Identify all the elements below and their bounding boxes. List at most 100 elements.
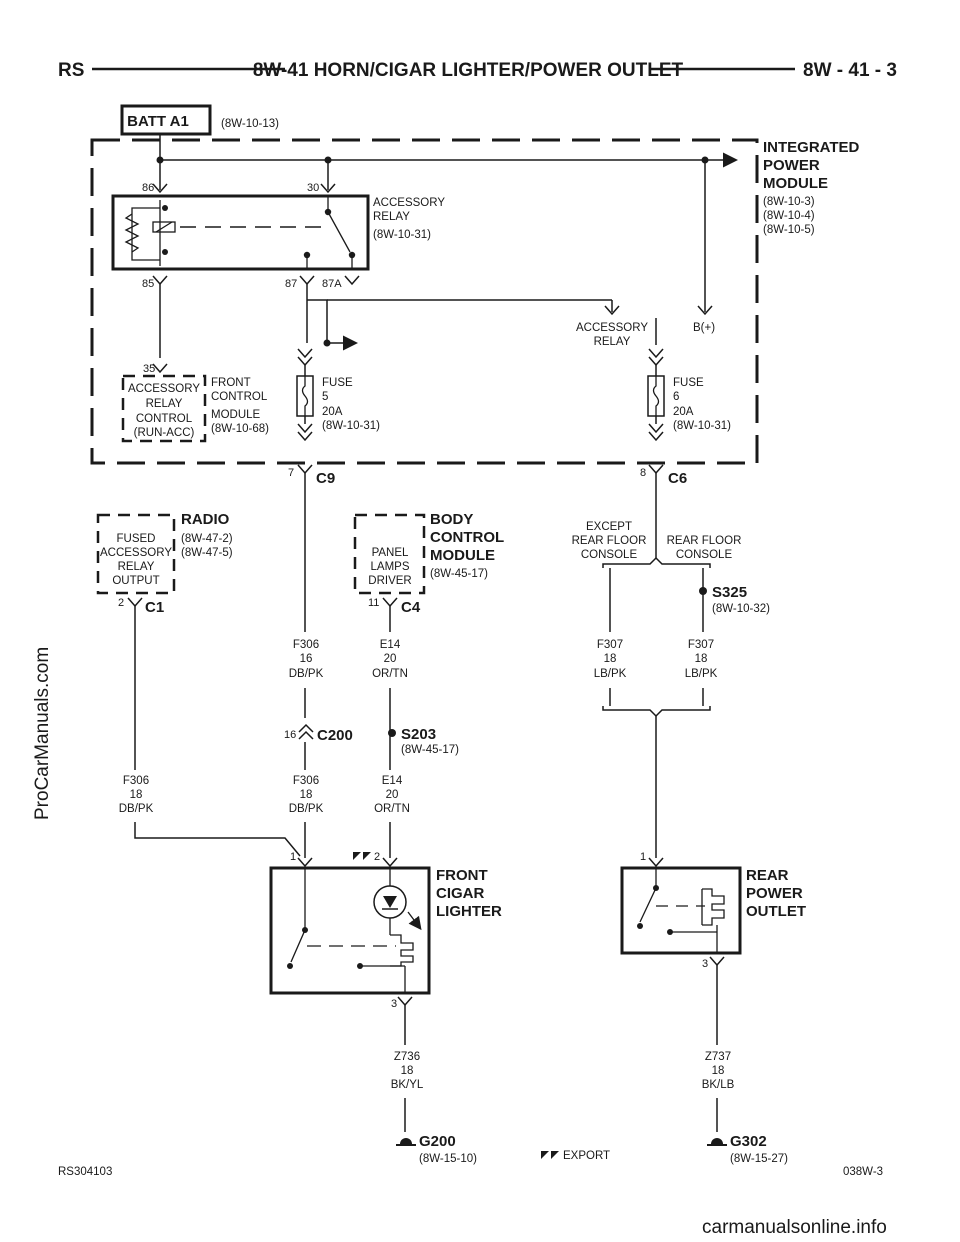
svg-text:E14: E14 (380, 639, 401, 651)
svg-text:MODULE: MODULE (211, 409, 261, 421)
ipm-boundary (90, 138, 759, 465)
svg-text:(8W-10-32): (8W-10-32) (712, 603, 770, 615)
svg-text:POWER: POWER (746, 885, 803, 902)
wire-label-z737: Z737 18 BK/LB (702, 1051, 735, 1091)
svg-text:CONTROL: CONTROL (430, 529, 504, 546)
connector-c200: 16 C200 (284, 723, 353, 744)
svg-text:3: 3 (391, 998, 397, 1010)
side-watermark: ProCarManuals.com (32, 647, 53, 820)
svg-text:S325: S325 (712, 584, 747, 601)
body-control-module: PANEL LAMPS DRIVER BODY CONTROL MODULE (… (353, 511, 504, 616)
wire-label-f307-a: F307 18 LB/PK (594, 639, 627, 680)
svg-text:2: 2 (118, 597, 124, 609)
wire-label-f306-18b: F306 18 DB/PK (289, 775, 324, 815)
svg-text:EXPORT: EXPORT (563, 1150, 610, 1162)
svg-text:RELAY: RELAY (146, 398, 183, 410)
svg-text:(RUN-ACC): (RUN-ACC) (134, 427, 195, 439)
fuse-6: FUSE 6 20A (8W-10-31) (647, 348, 731, 442)
bus-splice (156, 156, 164, 164)
svg-text:ACCESSORY: ACCESSORY (373, 197, 445, 209)
bus-splice (324, 156, 332, 164)
export-symbol-icon (541, 1151, 559, 1159)
ground-icon (396, 1138, 416, 1146)
svg-text:OR/TN: OR/TN (372, 668, 408, 680)
wire-splice (323, 339, 331, 347)
splice-s203: S203 (8W-45-17) (388, 726, 459, 756)
svg-text:(8W-10-5): (8W-10-5) (763, 224, 815, 236)
svg-text:18: 18 (695, 653, 708, 665)
front-control-module: 35 ACCESSORY RELAY CONTROL (RUN-ACC) FRO… (121, 363, 269, 443)
svg-text:87A: 87A (322, 278, 342, 290)
svg-text:1: 1 (640, 851, 646, 863)
svg-text:DB/PK: DB/PK (289, 803, 324, 815)
svg-text:PANEL: PANEL (372, 547, 409, 559)
bottom-watermark: carmanualsonline.info (702, 1217, 887, 1238)
svg-text:DRIVER: DRIVER (368, 575, 411, 587)
svg-text:REAR FLOOR: REAR FLOOR (572, 535, 647, 547)
svg-text:20A: 20A (322, 406, 343, 418)
svg-text:E14: E14 (382, 775, 403, 787)
svg-text:(8W-10-68): (8W-10-68) (211, 423, 269, 435)
svg-text:(8W-10-31): (8W-10-31) (373, 229, 431, 241)
svg-text:(8W-10-31): (8W-10-31) (322, 420, 380, 432)
ground-g200: G200 (8W-15-10) (396, 1133, 477, 1165)
svg-text:BK/YL: BK/YL (391, 1079, 424, 1091)
svg-text:CONSOLE: CONSOLE (581, 549, 638, 561)
bus-splice (701, 156, 709, 164)
svg-text:RADIO: RADIO (181, 511, 230, 528)
svg-text:18: 18 (604, 653, 617, 665)
svg-text:6: 6 (673, 391, 679, 403)
radio-module: FUSED ACCESSORY RELAY OUTPUT RADIO (8W-4… (96, 511, 233, 616)
svg-text:18: 18 (401, 1065, 414, 1077)
rear-power-outlet: 1 3 REAR POWER OUTLET (620, 851, 806, 970)
svg-text:MODULE: MODULE (763, 175, 828, 192)
wire-label-f306-16: F306 16 DB/PK (289, 639, 324, 680)
svg-text:RELAY: RELAY (118, 561, 155, 573)
svg-text:(8W-10-31): (8W-10-31) (673, 420, 731, 432)
svg-text:85: 85 (142, 278, 154, 290)
svg-text:G302: G302 (730, 1133, 767, 1150)
header-title: 8W-41 HORN/CIGAR LIGHTER/POWER OUTLET (253, 60, 684, 81)
header-right: 8W - 41 - 3 (803, 60, 897, 81)
svg-text:CONTROL: CONTROL (211, 391, 268, 403)
svg-text:FRONT: FRONT (436, 867, 488, 884)
svg-text:REAR FLOOR: REAR FLOOR (667, 535, 742, 547)
svg-text:20: 20 (384, 653, 397, 665)
svg-text:11: 11 (368, 597, 379, 609)
svg-text:DB/PK: DB/PK (119, 803, 154, 815)
svg-text:OR/TN: OR/TN (374, 803, 410, 815)
svg-text:5: 5 (322, 391, 328, 403)
svg-text:POWER: POWER (763, 157, 820, 174)
svg-text:F307: F307 (597, 639, 623, 651)
svg-text:(8W-10-3): (8W-10-3) (763, 196, 815, 208)
svg-text:CIGAR: CIGAR (436, 885, 485, 902)
svg-text:18: 18 (130, 789, 143, 801)
svg-text:DB/PK: DB/PK (289, 668, 324, 680)
svg-text:REAR: REAR (746, 867, 789, 884)
svg-text:(8W-47-5): (8W-47-5) (181, 547, 233, 559)
svg-text:FRONT: FRONT (211, 377, 251, 389)
svg-text:LB/PK: LB/PK (594, 668, 627, 680)
svg-text:OUTPUT: OUTPUT (112, 575, 159, 587)
svg-text:ACCESSORY: ACCESSORY (100, 547, 172, 559)
splice-s325: S325 (8W-10-32) (699, 584, 770, 615)
svg-text:FUSE: FUSE (322, 377, 353, 389)
harness-wires (134, 473, 704, 858)
svg-text:LIGHTER: LIGHTER (436, 903, 502, 920)
svg-text:(8W-15-27): (8W-15-27) (730, 1153, 788, 1165)
svg-text:C4: C4 (401, 599, 421, 616)
ground-g302: G302 (8W-15-27) (707, 1133, 788, 1165)
svg-text:16: 16 (284, 729, 296, 741)
ipm-acc-relay-label: ACCESSORY (576, 322, 648, 334)
svg-text:C6: C6 (668, 470, 687, 487)
svg-text:(8W-45-17): (8W-45-17) (401, 744, 459, 756)
accessory-relay: 86 30 85 87 87A ACCESSORY RELAY (8W-10-3… (111, 182, 445, 290)
ipm-acc-relay-label: RELAY (594, 336, 631, 348)
svg-text:F306: F306 (123, 775, 149, 787)
svg-text:F306: F306 (293, 775, 319, 787)
svg-text:35: 35 (143, 363, 155, 375)
svg-text:F306: F306 (293, 639, 319, 651)
battery-bus (159, 134, 738, 312)
wire-label-f306-18a: F306 18 DB/PK (119, 775, 154, 815)
